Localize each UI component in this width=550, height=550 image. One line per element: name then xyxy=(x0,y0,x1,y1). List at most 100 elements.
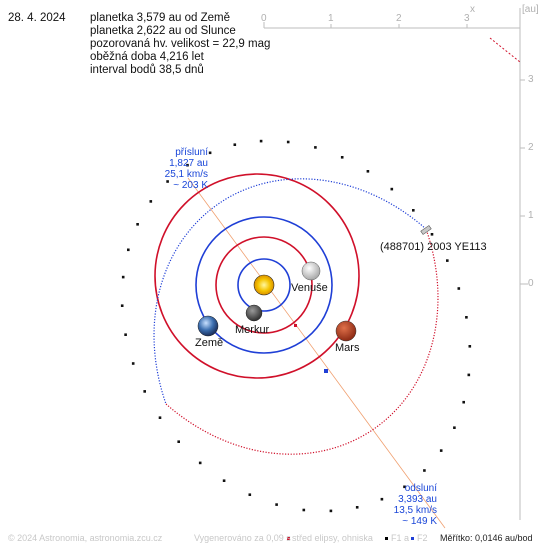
aphelion-temp: ~ 149 K xyxy=(402,516,437,527)
earth-distance-line: planetka 3,579 au od Země xyxy=(90,12,231,24)
orbit-point xyxy=(143,390,146,393)
orbit-point xyxy=(177,440,180,443)
y-tick-1: 1 xyxy=(528,210,534,221)
orbit-point xyxy=(423,469,426,472)
orbit-point xyxy=(340,156,344,159)
orbit-point xyxy=(453,426,456,429)
orbit-point xyxy=(462,400,465,404)
mars[interactable] xyxy=(335,320,357,342)
y-tick-2: 2 xyxy=(528,142,534,153)
orbit-point xyxy=(468,345,472,348)
orbit-point xyxy=(198,461,202,465)
earth-label: Země xyxy=(195,337,224,349)
orbit-point xyxy=(430,233,434,236)
unit-label: [au] xyxy=(522,4,539,15)
orbit-points xyxy=(120,139,472,513)
orbit-point xyxy=(465,316,468,319)
date-label: 28. 4. 2024 xyxy=(8,12,66,24)
venus-orbit xyxy=(215,236,313,334)
focus-f2-marker xyxy=(324,369,328,373)
orbit-point xyxy=(233,143,237,146)
orbit-point xyxy=(208,151,212,155)
earth-orbit xyxy=(195,216,333,354)
sun[interactable] xyxy=(253,274,275,296)
y-tick-3: 3 xyxy=(528,74,534,85)
legend-f1-swatch xyxy=(385,537,388,540)
copyright-text: © 2024 Astronomia, astronomia.zcu.cz xyxy=(8,533,163,543)
period-line: oběžná doba 4,216 let xyxy=(90,51,204,63)
y-tick-0: 0 xyxy=(528,278,534,289)
orbit-point xyxy=(222,479,226,482)
orbit-point xyxy=(124,333,127,336)
orbit-point xyxy=(149,200,153,203)
legend-f2-text: F2 xyxy=(417,533,428,543)
asteroid-orbit xyxy=(153,178,439,455)
orbit-point xyxy=(248,493,252,496)
orbit-point xyxy=(403,485,406,489)
top-scale xyxy=(263,8,528,520)
interval-line: interval bodů 38,5 dnů xyxy=(90,64,204,76)
orbit-point xyxy=(186,163,189,167)
orbit-point xyxy=(158,416,162,419)
perihelion-distance: 1,827 au xyxy=(169,158,208,169)
sun-distance-line: planetka 2,622 au od Slunce xyxy=(90,25,236,37)
orbit-point xyxy=(127,248,130,252)
legend-center-text: střed elipsy, ohniska xyxy=(292,533,373,543)
aphelion-annotation: odsluní 3,393 au 13,5 km/s ~ 149 K xyxy=(380,483,437,527)
orbit-point xyxy=(366,170,370,173)
aphelion-title: odsluní xyxy=(404,483,437,494)
venus-label: Venuše xyxy=(291,282,328,294)
orbit-point xyxy=(131,362,135,365)
perihelion-annotation: přísluní 1,827 au 25,1 km/s ~ 203 K xyxy=(148,147,208,191)
venus[interactable] xyxy=(301,261,321,281)
planet-orbits xyxy=(154,173,360,379)
orbit-point xyxy=(120,304,124,307)
orbit-point xyxy=(439,449,443,452)
legend-f2-swatch xyxy=(411,537,414,540)
legend-center-swatch xyxy=(287,537,290,540)
orbit-point xyxy=(329,509,333,513)
orbit-point xyxy=(355,506,359,509)
orbit-point xyxy=(457,287,461,290)
generated-text: Vygenerováno za 0,09 s xyxy=(194,533,291,543)
x-axis-label: x xyxy=(470,4,475,15)
x-tick-3: 3 xyxy=(464,13,470,24)
scale-text: Měřítko: 0,0146 au/bod xyxy=(440,533,533,543)
ellipse-center-marker xyxy=(294,324,297,327)
perihelion-speed: 25,1 km/s xyxy=(164,169,208,180)
mars-orbit xyxy=(154,173,360,379)
orbit-point xyxy=(446,259,449,262)
mars-label: Mars xyxy=(335,342,360,354)
aphelion-distance: 3,393 au xyxy=(398,494,437,505)
orbit-point xyxy=(286,140,290,144)
mercury-label: Merkur xyxy=(235,324,270,336)
earth[interactable] xyxy=(197,315,219,337)
orbit-point xyxy=(275,503,278,506)
asteroid-label: (488701) 2003 YE113 xyxy=(380,241,487,253)
perihelion-temp: ~ 203 K xyxy=(173,180,208,191)
mercury-orbit xyxy=(237,258,291,312)
magnitude-line: pozorovaná hv. velikost = 22,9 mag xyxy=(90,38,271,50)
asteroid-marker[interactable] xyxy=(420,225,432,235)
orbit-point xyxy=(166,180,169,183)
orbit-point xyxy=(390,187,394,191)
orbit-point xyxy=(302,508,306,512)
apsis-line xyxy=(187,177,446,529)
orbit-point xyxy=(259,139,263,143)
orbit-point xyxy=(121,275,125,279)
x-tick-0: 0 xyxy=(261,13,267,24)
orbit-point xyxy=(136,223,139,226)
perihelion-title: přísluní xyxy=(175,147,208,158)
x-tick-1: 1 xyxy=(328,13,334,24)
orbit-point xyxy=(412,209,415,212)
mercury[interactable] xyxy=(245,304,263,322)
aphelion-speed: 13,5 km/s xyxy=(393,505,437,516)
trajectory-segment xyxy=(489,37,521,63)
legend-f1-text: F1 a xyxy=(391,533,410,543)
x-tick-2: 2 xyxy=(396,13,402,24)
orbit-point xyxy=(467,373,471,377)
orbit-point xyxy=(314,146,317,149)
orbit-point xyxy=(380,497,384,501)
